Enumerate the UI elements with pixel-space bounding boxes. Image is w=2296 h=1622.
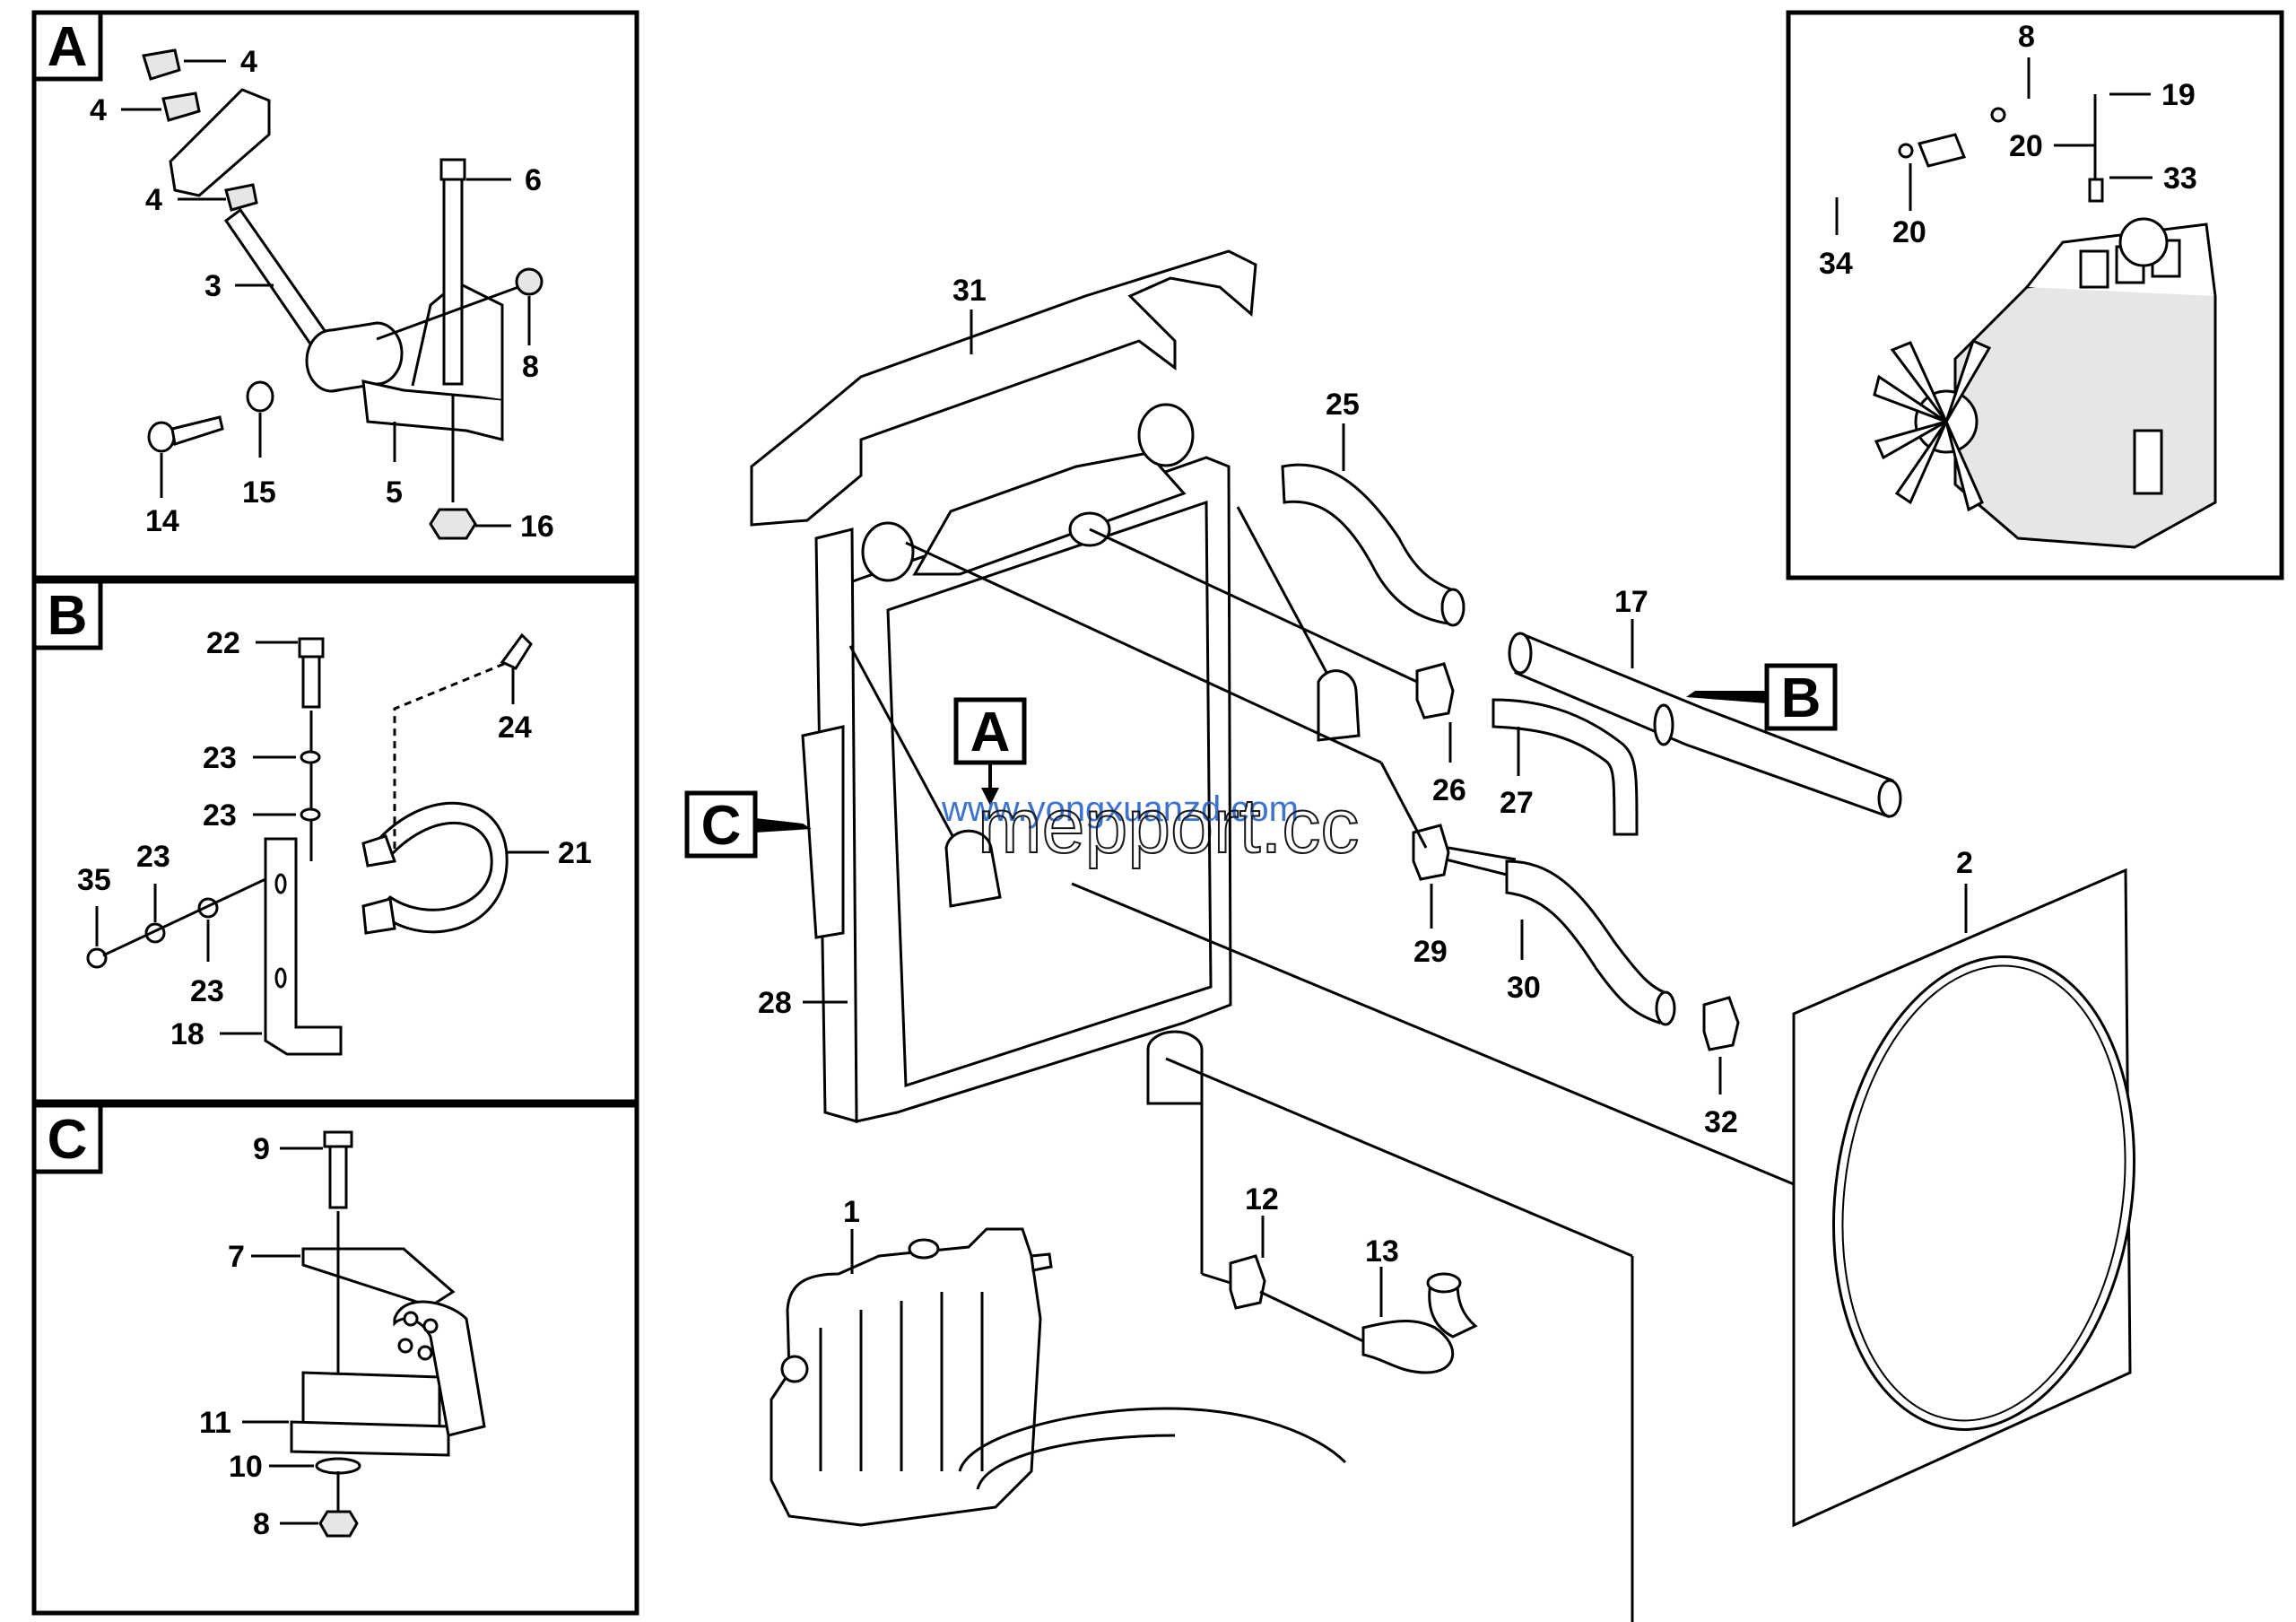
part-label: 7 — [228, 1240, 245, 1274]
engine-inset-frame — [1786, 10, 2284, 580]
panel-b-frame — [31, 579, 639, 1104]
part-label: 25 — [1326, 388, 1360, 422]
main-labels: 31 25 17 26 27 28 29 30 32 2 1 12 13 — [758, 274, 1973, 1317]
panel-b-drawing — [86, 632, 533, 1056]
part-label: 21 — [558, 836, 592, 870]
part-label: 2 — [1956, 846, 1973, 880]
part-label: 23 — [203, 798, 237, 833]
part-label: 27 — [1500, 786, 1534, 820]
panel-c-frame — [31, 1103, 639, 1616]
part-label: 16 — [520, 510, 554, 544]
panel-c-labels: 9 7 11 10 8 — [199, 1132, 323, 1541]
part-label: 10 — [229, 1450, 263, 1484]
part-label: 9 — [253, 1132, 270, 1166]
main-assembly — [750, 249, 2136, 1622]
part-label: 35 — [77, 863, 111, 897]
part-label: 30 — [1507, 971, 1541, 1005]
part-label: 3 — [204, 269, 222, 303]
part-label: 6 — [525, 163, 542, 197]
callout-b: B — [1686, 663, 1838, 731]
engine-labels: 8 19 20 33 20 34 — [1819, 20, 2197, 281]
callout-c: C — [684, 790, 812, 859]
part-label: 23 — [136, 840, 170, 874]
part-label: 31 — [952, 274, 987, 308]
part-label: 18 — [170, 1017, 204, 1051]
watermark: www.yongxuanzd.com mepport.cc — [941, 782, 1360, 870]
panel-a-drawing — [142, 48, 544, 540]
part-label: 23 — [190, 974, 224, 1008]
panel-a-badge: A — [31, 10, 103, 82]
part-label: 12 — [1245, 1182, 1279, 1216]
part-label: 8 — [2018, 20, 2035, 54]
part-label: 4 — [145, 183, 162, 217]
watermark-brand: mepport.cc — [978, 783, 1359, 869]
part-label: 26 — [1432, 773, 1466, 807]
part-label: 15 — [242, 475, 276, 510]
part-label: 29 — [1413, 935, 1448, 969]
svg-text:A: A — [970, 702, 1011, 763]
part-label: 20 — [2009, 129, 2043, 163]
part-label: 13 — [1365, 1234, 1399, 1269]
part-label: 28 — [758, 986, 792, 1020]
part-label: 11 — [199, 1406, 231, 1440]
panel-c-letter: C — [48, 1109, 88, 1171]
panel-a-frame — [31, 10, 639, 580]
part-label: 22 — [206, 626, 240, 660]
part-label: 20 — [1892, 215, 1926, 249]
panel-a-labels: 4 4 4 6 3 8 14 15 5 16 — [90, 45, 554, 544]
part-label: 17 — [1614, 585, 1648, 619]
part-label: 34 — [1819, 247, 1853, 281]
part-label: 24 — [498, 711, 532, 745]
engine-illustration — [1873, 94, 2217, 549]
part-label: 8 — [522, 350, 539, 384]
watermark-url: www.yongxuanzd.com — [941, 789, 1299, 829]
panel-c-badge: C — [31, 1103, 103, 1174]
part-label: 8 — [253, 1507, 270, 1541]
callout-a: A — [953, 697, 1027, 806]
part-label: 19 — [2161, 78, 2196, 112]
part-label: 23 — [203, 741, 237, 775]
part-label: 4 — [90, 93, 107, 127]
part-label: 14 — [145, 504, 179, 538]
svg-text:B: B — [1781, 667, 1822, 729]
part-label: 5 — [386, 475, 403, 510]
part-label: 33 — [2163, 161, 2197, 196]
panel-b-badge: B — [31, 579, 103, 650]
panel-c-drawing — [290, 1130, 486, 1538]
panel-a-letter: A — [48, 16, 88, 78]
panel-b-labels: 22 24 23 23 21 35 23 23 18 — [77, 626, 592, 1051]
svg-text:C: C — [701, 795, 742, 857]
part-label: 32 — [1704, 1105, 1738, 1139]
panel-b-letter: B — [48, 585, 88, 647]
part-label: 1 — [843, 1195, 860, 1229]
part-label: 4 — [240, 45, 257, 79]
